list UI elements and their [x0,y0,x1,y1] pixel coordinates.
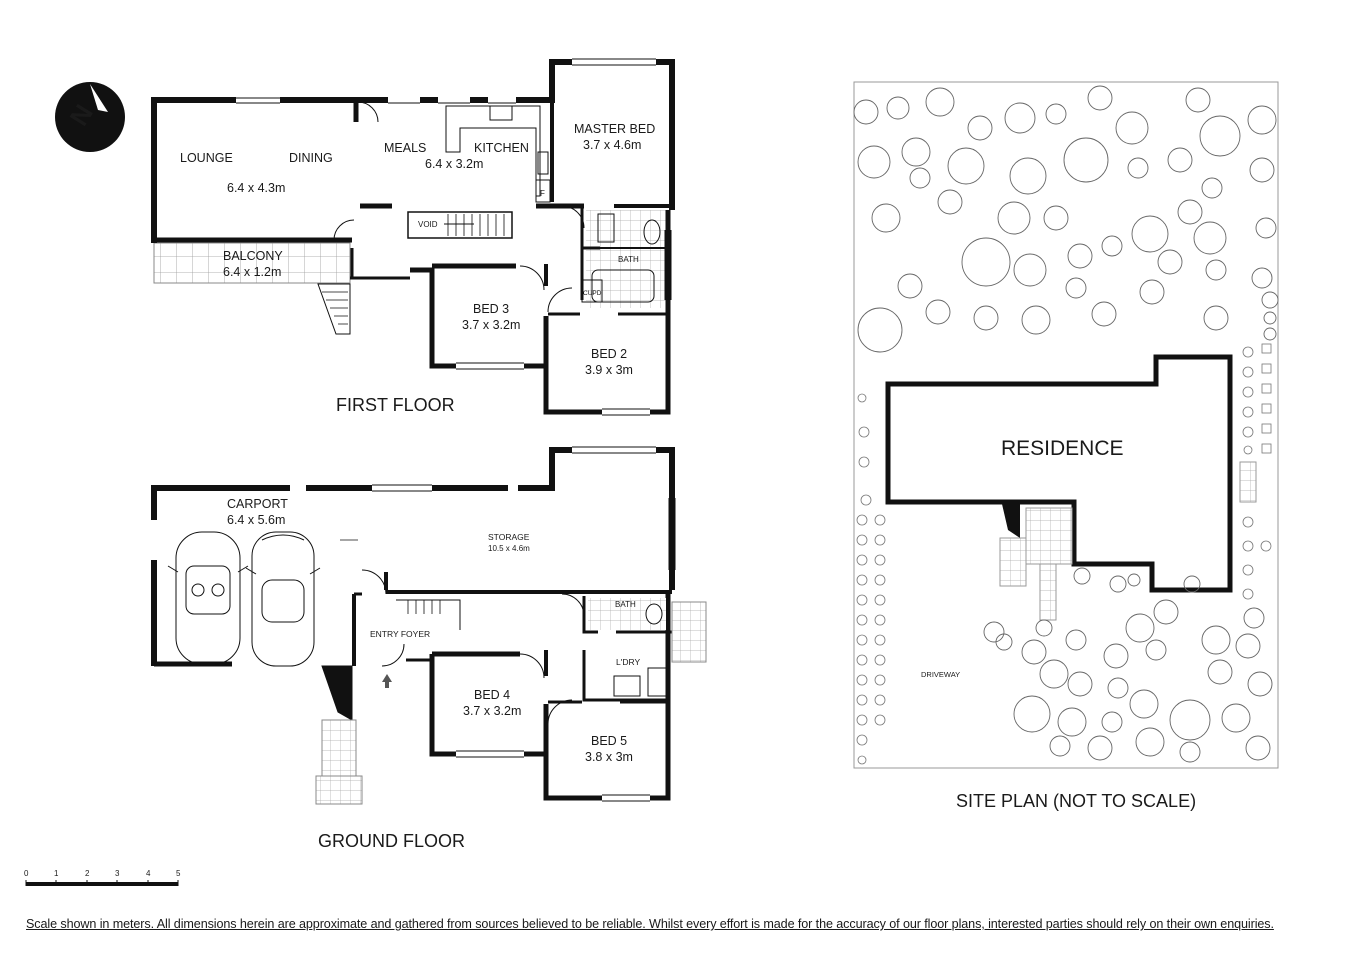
site-boundary [853,81,1279,769]
tree-icon [853,85,1279,763]
first-floor-labels: LOUNGE DINING 6.4 x 4.3m MEALS KITCHEN 6… [180,122,655,415]
hedge-icon [856,343,1272,765]
room-label-bed4: BED 4 [474,688,510,702]
ground-floor-labels: CARPORT 6.4 x 5.6m STORAGE 10.5 x 4.6m B… [227,497,640,851]
room-dims-bed3: 3.7 x 3.2m [462,318,520,332]
bath-label: BATH [618,255,639,264]
void-label: VOID [418,220,438,229]
car-icon [245,531,321,667]
ground-bath-label: BATH [615,600,636,609]
room-label-entry-foyer: ENTRY FOYER [370,629,430,639]
scale-tick-5: 5 [176,869,181,878]
room-label-dining: DINING [289,151,333,165]
room-label-master-bed: MASTER BED [574,122,655,136]
scale-tick-4: 4 [146,869,151,878]
entry-arrow-icon [382,674,392,682]
room-label-lounge: LOUNGE [180,151,233,165]
site-plan [853,81,1279,769]
room-label-meals: MEALS [384,141,426,155]
room-dims-bed4: 3.7 x 3.2m [463,704,521,718]
room-label-kitchen: KITCHEN [474,141,529,155]
room-label-bed3: BED 3 [473,302,509,316]
first-floor-title: FIRST FLOOR [336,395,455,415]
residence-footprint [885,354,1233,593]
ground-floor-title: GROUND FLOOR [318,831,465,851]
room-dims-master-bed: 3.7 x 4.6m [583,138,641,152]
room-dims-meals: 6.4 x 3.2m [425,157,483,171]
room-label-balcony: BALCONY [223,249,283,263]
room-label-carport: CARPORT [227,497,288,511]
room-dims-balcony: 6.4 x 1.2m [223,265,281,279]
room-dims-storage: 10.5 x 4.6m [488,544,530,553]
north-compass-icon: N [55,82,125,152]
site-plan-labels: RESIDENCE DRIVEWAY SITE PLAN (NOT TO SCA… [921,437,1196,811]
driveway-label: DRIVEWAY [921,670,960,679]
room-dims-bed5: 3.8 x 3m [585,750,633,764]
disclaimer-text: Scale shown in meters. All dimensions he… [26,917,1274,931]
scale-bar: 0 1 2 3 4 5 [24,869,181,886]
first-floor-plan [151,58,675,416]
room-dims-carport: 6.4 x 5.6m [227,513,285,527]
room-label-storage: STORAGE [488,532,530,542]
scale-tick-3: 3 [115,869,120,878]
room-dims-bed2: 3.9 x 3m [585,363,633,377]
room-dims-lounge: 6.4 x 4.3m [227,181,285,195]
fridge-label: F [540,189,545,198]
room-label-bed2: BED 2 [591,347,627,361]
car-icon [167,531,249,665]
balcony-floor [153,242,351,284]
ground-floor-plan [151,446,707,805]
residence-label: RESIDENCE [1001,437,1124,460]
site-plan-title: SITE PLAN (NOT TO SCALE) [956,791,1196,811]
scale-tick-0: 0 [24,869,29,878]
cupd-label: CUPD [583,290,602,297]
room-label-bed5: BED 5 [591,734,627,748]
room-label-laundry: L'DRY [616,657,640,667]
scale-tick-1: 1 [54,869,59,878]
scale-tick-2: 2 [85,869,90,878]
